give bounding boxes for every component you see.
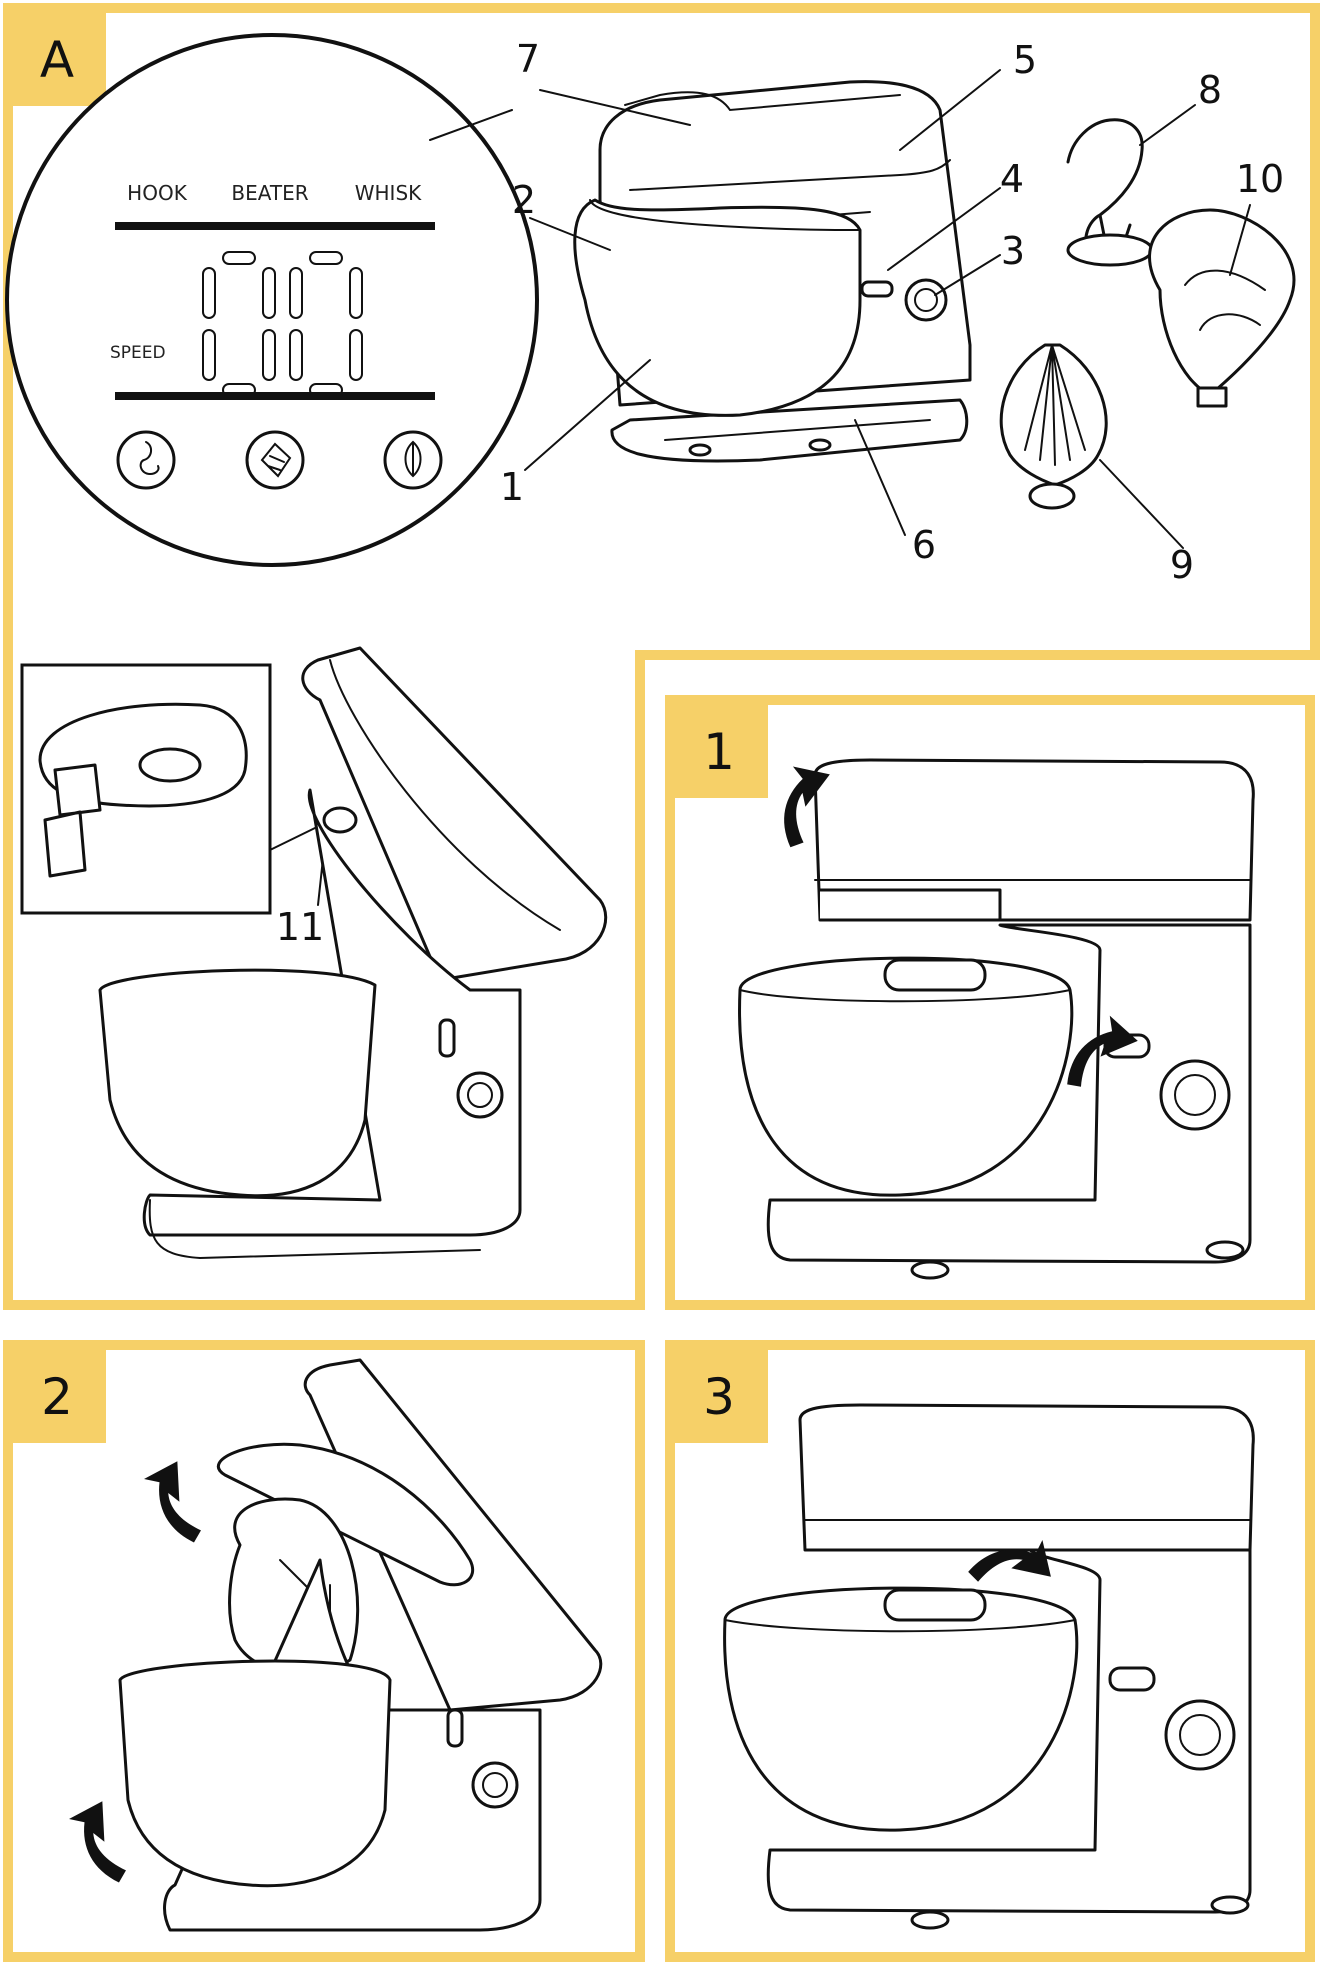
beater-icon xyxy=(245,430,305,490)
svg-text:3: 3 xyxy=(703,1368,735,1426)
step-1-mixer xyxy=(738,755,1255,1280)
panel-3-frame xyxy=(665,1340,1315,1962)
dough-hook-attachment xyxy=(1066,118,1154,267)
callout-4: 4 xyxy=(1000,157,1024,201)
speed-label: SPEED xyxy=(110,343,166,363)
callout-labels: 7 5 8 2 4 10 3 1 6 9 11 xyxy=(276,37,1284,949)
whisk-icon xyxy=(383,430,443,490)
svg-text:1: 1 xyxy=(703,723,735,781)
step-3-mixer xyxy=(723,1403,1255,1930)
control-panel-display: HOOK BEATER WHISK SPEED xyxy=(5,33,539,567)
hook-icon xyxy=(116,430,176,490)
rotate-arrow-icon xyxy=(128,1451,225,1543)
callout-10: 10 xyxy=(1236,157,1284,201)
panel-3-badge: 3 xyxy=(670,1345,768,1443)
tilted-mixer xyxy=(98,646,608,1260)
panel-a-badge: A xyxy=(8,8,106,106)
callout-2: 2 xyxy=(512,178,536,222)
panel-a-frame xyxy=(3,3,1320,1310)
panel-2-badge: 2 xyxy=(8,1345,106,1443)
balloon-whisk-attachment xyxy=(999,343,1108,510)
whisk-label: WHISK xyxy=(355,181,422,205)
callout-6: 6 xyxy=(912,523,936,567)
panel-2-frame xyxy=(3,1340,645,1962)
callout-1: 1 xyxy=(500,465,524,509)
callout-5: 5 xyxy=(1013,38,1037,82)
flat-beater-attachment xyxy=(1148,208,1296,408)
callout-lines xyxy=(317,69,1251,906)
callout-3: 3 xyxy=(1001,229,1025,273)
stand-mixer-overview xyxy=(573,80,972,463)
callout-7: 7 xyxy=(516,37,540,81)
panel-1-badge: 1 xyxy=(670,700,768,798)
callout-11: 11 xyxy=(276,905,324,949)
attachment-inset xyxy=(20,663,316,915)
hook-label: HOOK xyxy=(127,181,188,205)
svg-text:2: 2 xyxy=(41,1368,73,1426)
speed-readout xyxy=(202,251,363,397)
panel-1-frame xyxy=(665,695,1315,1310)
panel-frames xyxy=(3,3,1320,1962)
beater-label: BEATER xyxy=(231,181,308,205)
callout-8: 8 xyxy=(1198,68,1222,112)
callout-9: 9 xyxy=(1170,543,1194,587)
svg-text:A: A xyxy=(40,31,74,89)
step-2-mixer xyxy=(53,1358,603,1932)
